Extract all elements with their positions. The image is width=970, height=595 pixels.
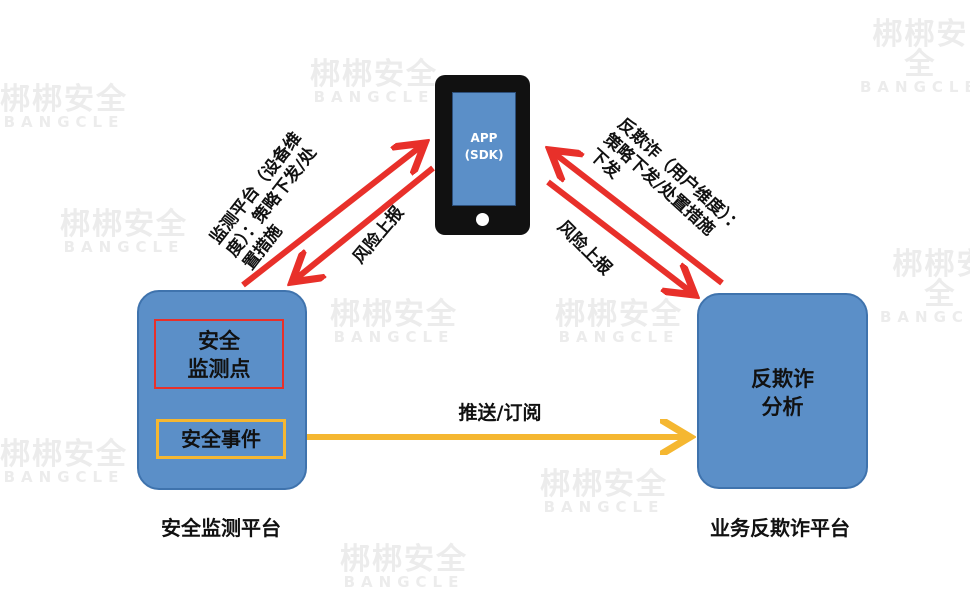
security-monitor-platform: 安全 监测点 安全事件 [137,290,307,490]
monitor-point-line1: 安全 [198,329,240,353]
phone-screen: APP (SDK) [452,92,516,206]
left-platform-title: 安全监测平台 [161,516,281,540]
phone-screen-label: APP (SDK) [453,130,515,164]
monitor-point-box: 安全 监测点 [154,319,284,389]
policy-arrow-left [241,143,425,288]
app-label: APP [470,131,498,145]
anti-fraud-platform: 反欺诈 分析 [697,293,868,489]
right-platform-title: 业务反欺诈平台 [710,516,850,540]
monitor-point-line2: 监测点 [187,357,251,381]
policy-arrow-right [550,150,724,286]
sdk-label: (SDK) [464,148,504,162]
analysis-line1: 反欺诈 [751,367,814,391]
report-arrow-left [292,165,435,282]
push-label: 推送/订阅 [458,402,542,424]
report-arrow-right [546,179,695,295]
security-event-box: 安全事件 [156,419,286,459]
phone: APP (SDK) [435,75,530,235]
analysis-line2: 分析 [761,395,804,419]
analysis-label: 反欺诈 分析 [699,365,866,421]
home-button-icon [476,213,489,226]
